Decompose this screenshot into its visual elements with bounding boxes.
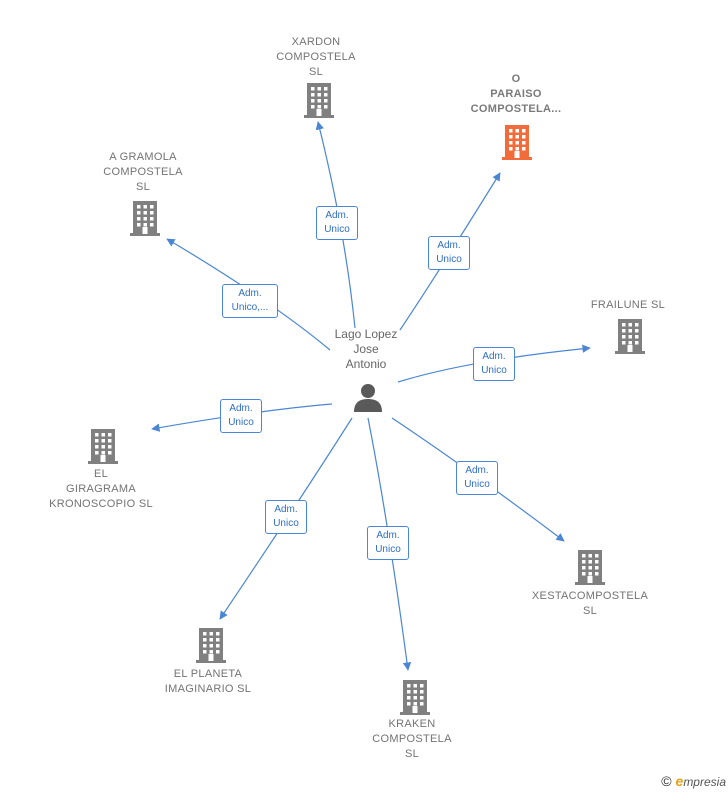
edge-role-label[interactable]: Adm. Unico,... [222,284,278,318]
building-icon[interactable] [88,428,118,464]
building-icon[interactable] [130,200,160,236]
company-label-giragrama[interactable]: EL GIRAGRAMA KRONOSCOPIO SL [49,468,153,510]
building-icon[interactable] [502,124,532,160]
person-name-label[interactable]: Lago Lopez Jose Antonio [334,327,398,371]
edge-role-label[interactable]: Adm. Unico [220,399,262,433]
building-icon[interactable] [196,627,226,663]
edge-role-label[interactable]: Adm. Unico [367,526,409,560]
brand-logo-initial: e [675,773,684,789]
edge-role-label[interactable]: Adm. Unico [456,461,498,495]
building-icon[interactable] [304,82,334,118]
person-icon[interactable] [352,382,384,414]
edge-role-label[interactable]: Adm. Unico [428,236,470,270]
company-label-oparaiso[interactable]: O PARAISO COMPOSTELA... [470,73,562,115]
company-label-kraken[interactable]: KRAKEN COMPOSTELA SL [372,718,452,760]
copyright-symbol: © [661,773,672,789]
company-label-frailune[interactable]: FRAILUNE SL [590,299,666,311]
company-label-xardon[interactable]: XARDON COMPOSTELA SL [276,36,356,78]
edge-role-label[interactable]: Adm. Unico [316,206,358,240]
edge-role-label[interactable]: Adm. Unico [265,500,307,534]
brand-watermark: ©empresia [661,773,726,789]
company-label-agramola[interactable]: A GRAMOLA COMPOSTELA SL [103,151,183,193]
building-icon[interactable] [575,549,605,585]
edge-role-label[interactable]: Adm. Unico [473,347,515,381]
brand-name: mpresia [683,775,726,789]
company-label-xestacompostela[interactable]: XESTACOMPOSTELA SL [531,590,649,617]
building-icon[interactable] [615,318,645,354]
company-label-planeta[interactable]: EL PLANETA IMAGINARIO SL [164,668,252,695]
building-icon[interactable] [400,679,430,715]
